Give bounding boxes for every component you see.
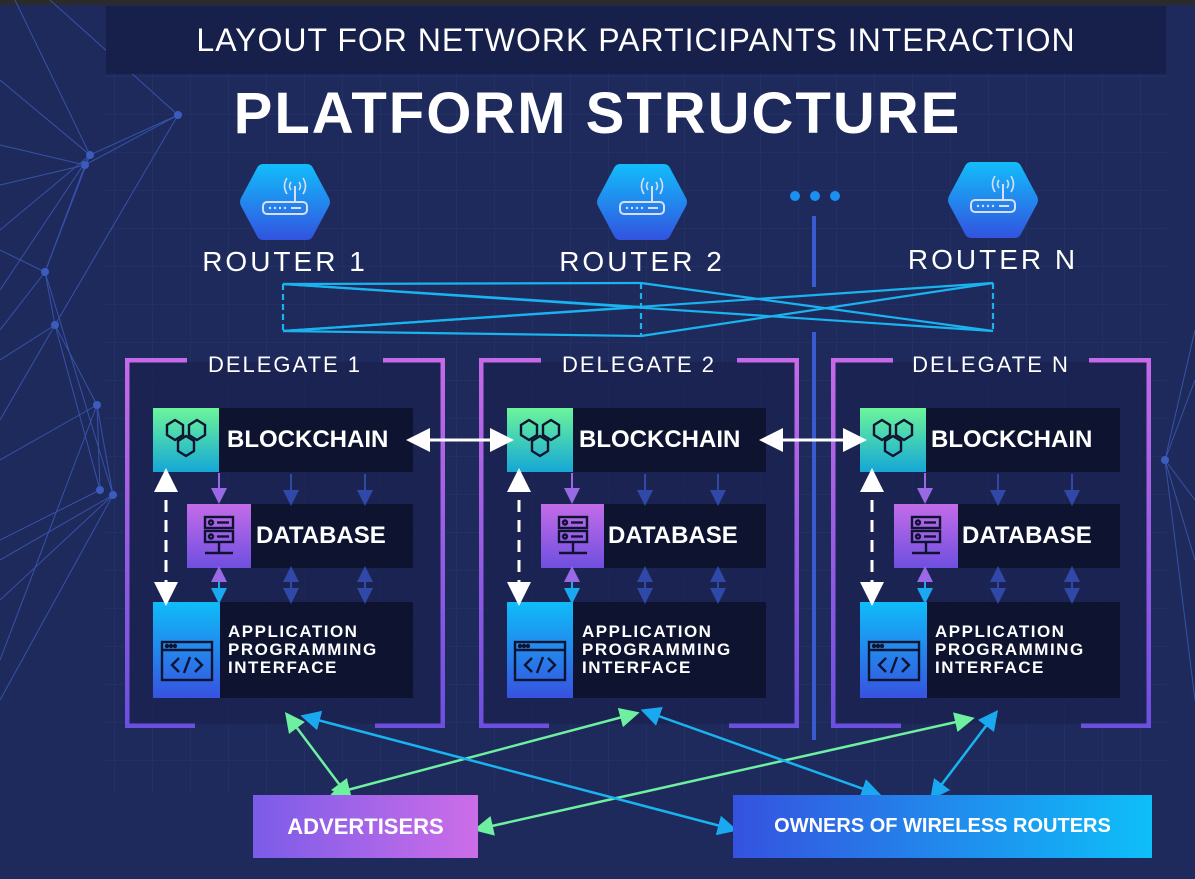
blockchain-icon bbox=[153, 408, 219, 472]
api-label-line-3: INTERFACE bbox=[228, 658, 338, 677]
wifi-router-icon bbox=[597, 164, 687, 240]
more-dots-icon bbox=[790, 186, 850, 205]
delegate-label: DELEGATE 2 bbox=[561, 352, 717, 377]
api-row: APPLICATION PROGRAMMING INTERFACE bbox=[220, 602, 413, 698]
api-label-line-3: INTERFACE bbox=[935, 658, 1045, 677]
router-label: ROUTER 1 bbox=[202, 246, 368, 277]
api-label-line-2: PROGRAMMING bbox=[228, 640, 378, 659]
wifi-router-icon bbox=[240, 164, 330, 240]
api-label-line-2: PROGRAMMING bbox=[935, 640, 1085, 659]
owners-box: OWNERS OF WIRELESS ROUTERS bbox=[733, 795, 1152, 858]
code-window-icon bbox=[507, 602, 573, 698]
router-label: ROUTER 2 bbox=[559, 246, 725, 277]
blockchain-label: BLOCKCHAIN bbox=[579, 426, 741, 453]
delegate-label: DELEGATE 1 bbox=[207, 352, 363, 377]
blockchain-label: BLOCKCHAIN bbox=[931, 426, 1093, 453]
router-label: ROUTER N bbox=[907, 244, 1079, 275]
api-label-line-2: PROGRAMMING bbox=[582, 640, 732, 659]
advertisers-box: ADVERTISERS bbox=[253, 795, 478, 858]
router-2: ROUTER 2 bbox=[522, 162, 762, 278]
api-row: APPLICATION PROGRAMMING INTERFACE bbox=[927, 602, 1120, 698]
database-icon bbox=[894, 504, 958, 568]
top-border bbox=[0, 0, 1195, 5]
blockchain-row: BLOCKCHAIN bbox=[925, 408, 1120, 472]
database-icon bbox=[541, 504, 604, 568]
code-window-icon bbox=[860, 602, 927, 698]
blockchain-row: BLOCKCHAIN bbox=[572, 408, 766, 472]
database-label: DATABASE bbox=[256, 522, 386, 549]
subtitle: LAYOUT FOR NETWORK PARTICIPANTS INTERACT… bbox=[196, 22, 1076, 58]
blockchain-icon bbox=[507, 408, 573, 472]
subtitle-band bbox=[106, 6, 1166, 74]
api-label-line-3: INTERFACE bbox=[582, 658, 692, 677]
blockchain-icon bbox=[860, 408, 926, 472]
database-icon bbox=[187, 504, 251, 568]
api-label-line-1: APPLICATION bbox=[228, 622, 359, 641]
blockchain-label: BLOCKCHAIN bbox=[227, 426, 389, 453]
api-label-line-1: APPLICATION bbox=[582, 622, 713, 641]
database-row: DATABASE bbox=[251, 504, 413, 568]
database-label: DATABASE bbox=[962, 522, 1092, 549]
database-label: DATABASE bbox=[608, 522, 738, 549]
page-title: PLATFORM STRUCTURE bbox=[233, 81, 962, 146]
api-row: APPLICATION PROGRAMMING INTERFACE bbox=[573, 602, 766, 698]
code-window-icon bbox=[153, 602, 220, 698]
wifi-router-icon bbox=[948, 162, 1038, 238]
router-n: ROUTER N bbox=[873, 160, 1113, 276]
blockchain-row: BLOCKCHAIN bbox=[219, 408, 413, 472]
database-row: DATABASE bbox=[604, 504, 766, 568]
api-label-line-1: APPLICATION bbox=[935, 622, 1066, 641]
database-row: DATABASE bbox=[958, 504, 1120, 568]
delegate-label: DELEGATE N bbox=[912, 352, 1070, 377]
router-1: ROUTER 1 bbox=[165, 162, 405, 278]
